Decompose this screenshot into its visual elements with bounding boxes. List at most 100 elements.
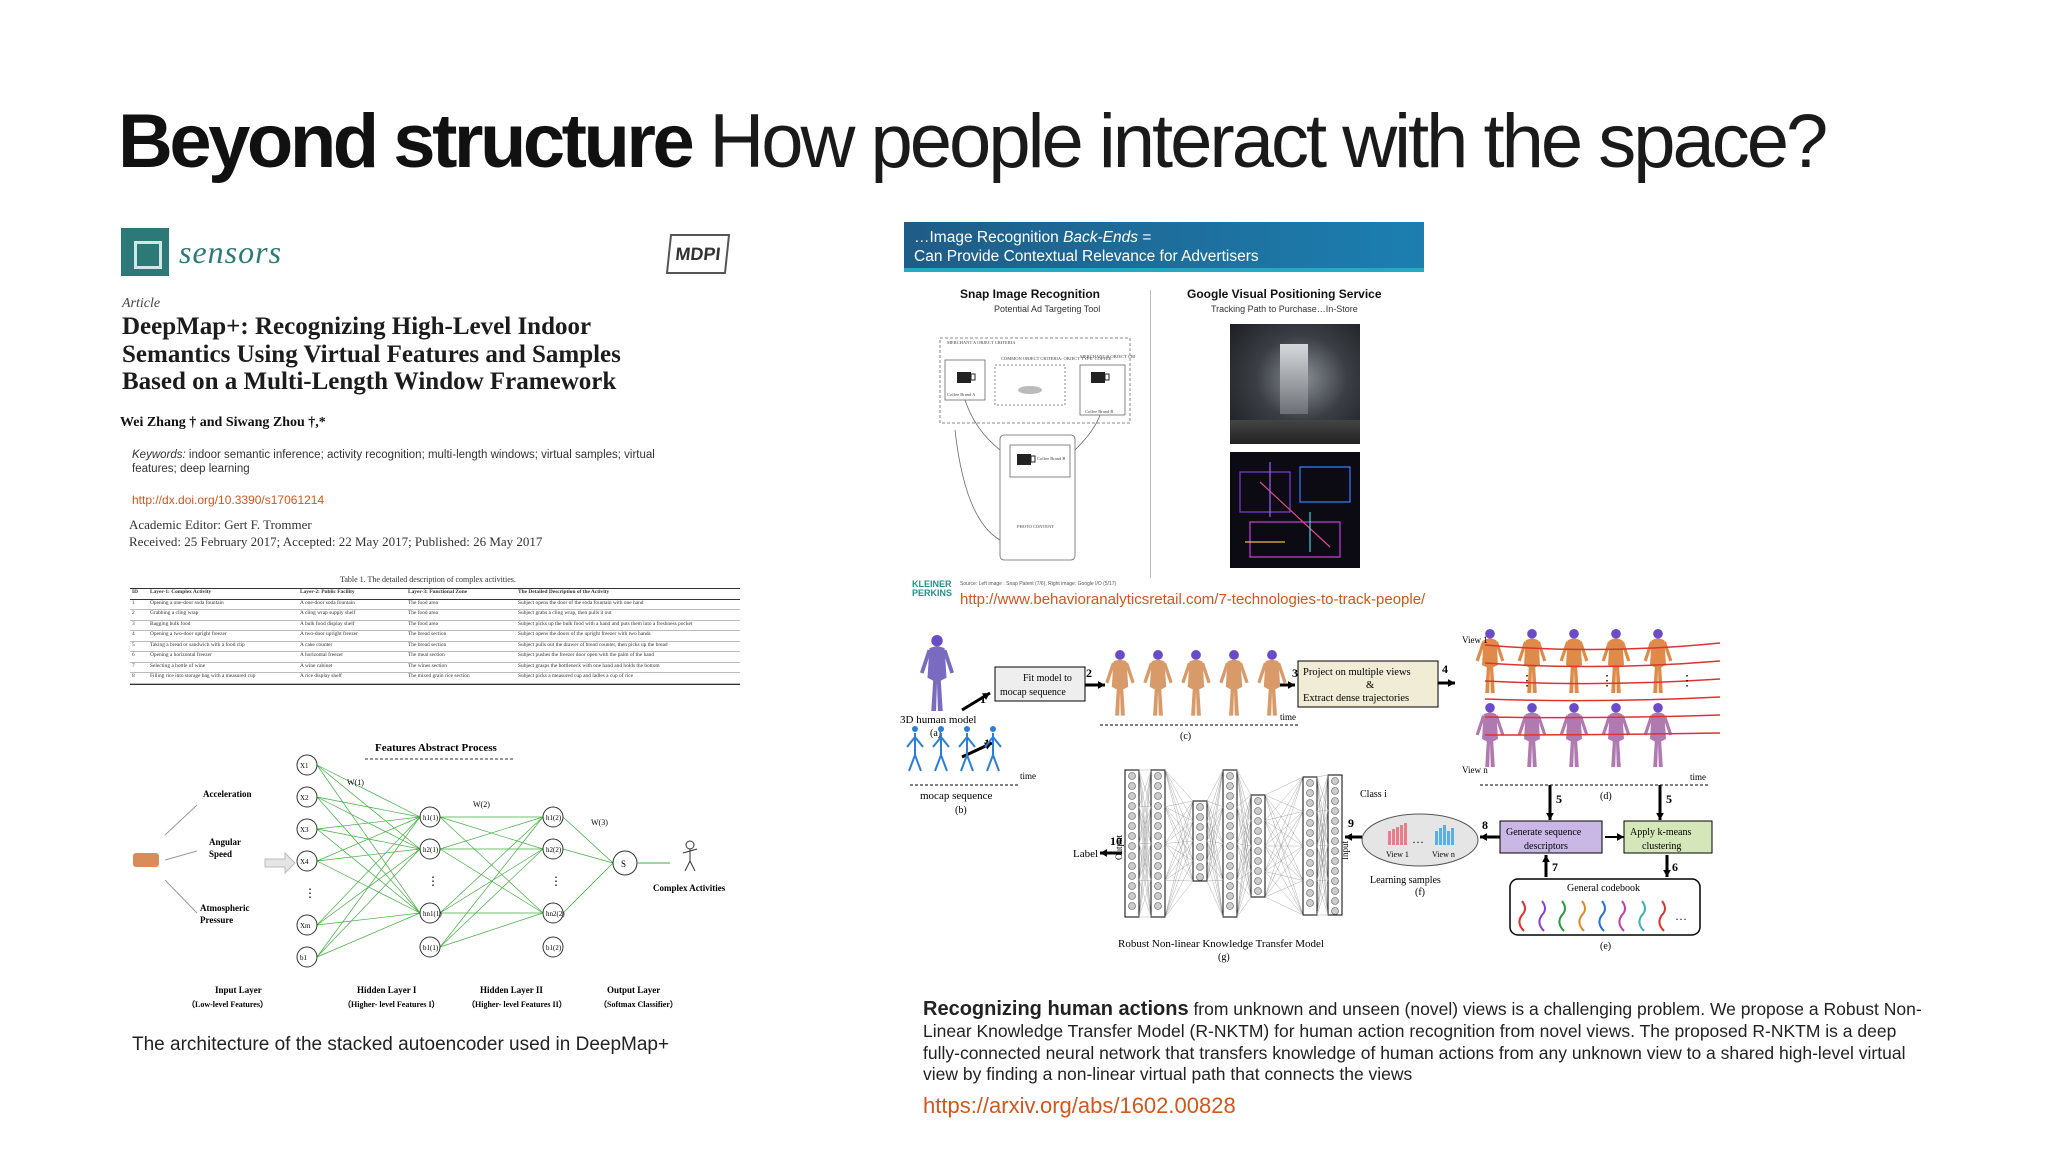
gvps-subtitle: Tracking Path to Purchase…In-Store [1211,304,1358,314]
mocap-skeleton [984,733,1002,772]
codeword-curve [1618,900,1626,932]
mocap-joint [990,726,996,732]
journal-name: sensors [179,233,283,270]
network-edge [1164,860,1194,918]
network-edge [1236,806,1252,872]
network-edge [1264,794,1304,916]
network-edge [1236,806,1252,898]
hand-phone-icon [133,853,159,867]
nn-node [296,818,318,840]
store-aisle-photo [1230,324,1360,444]
figure-arms [1517,641,1547,662]
network-edge [1236,843,1252,872]
connector [964,399,1001,451]
mocap-joint [964,726,970,732]
network-neuron [1154,872,1162,880]
network-edge [1206,860,1224,918]
behavior-analytics-link[interactable]: http://www.behavioranalyticsretail.com/7… [960,591,1426,608]
sensors-logo: sensors [121,228,282,276]
table-cell: The meat section [408,652,445,658]
layer-name: Hidden Layer II [480,985,543,995]
nn-node [419,806,441,828]
figure-arms [1601,715,1631,736]
network-edge [1316,776,1329,811]
table-cell: 3 [132,620,135,627]
layer-subtitle: （Low-level Features） [187,999,268,1009]
network-neuron [1254,877,1262,885]
network-neuron [1306,849,1314,857]
rnktm-label: (f) [1415,887,1425,898]
figure-head [1527,629,1537,639]
network-edge [1264,845,1304,872]
network-edge [1164,820,1194,881]
histogram-bar [1443,825,1446,845]
network-neuron [1306,879,1314,887]
connector [954,429,1001,541]
person-body [682,848,698,872]
rnktm-label: 7 [1552,860,1558,874]
histogram-bar [1439,828,1442,845]
network-edge [1264,794,1304,881]
network-neuron [1331,807,1339,815]
table-cell: The food area [408,610,438,616]
network-edge [1164,880,1194,918]
nn-edge [316,848,421,958]
nn-edge [439,816,544,850]
network-neuron [1196,803,1204,811]
nn-edge [316,764,421,818]
network-neuron [1331,897,1339,905]
rnktm-label: Label [1073,848,1098,860]
nn-edge [316,848,421,862]
paper-authors: Wei Zhang † and Siwang Zhou †,* [120,415,326,430]
network-neuron [1128,782,1136,790]
figure-head [1527,703,1537,713]
table-cell: Grabbing a cling wrap [150,610,199,616]
table-cell: The wines section [408,662,447,669]
network-edge [1236,843,1252,847]
rnktm-label: (a) [930,728,941,739]
network-neuron [1306,869,1314,877]
human-figure [1219,650,1249,716]
nn-node [296,786,318,808]
gvps-title: Google Visual Positioning Service [1187,287,1382,301]
human-figure [1475,629,1505,693]
network-edge [1236,880,1252,898]
arrow-head [1656,812,1664,820]
histogram-bar [1396,827,1399,845]
histogram-bar [1435,831,1438,845]
network-edge [1264,776,1304,796]
network-neuron [1226,882,1234,890]
arxiv-link[interactable]: https://arxiv.org/abs/1602.00828 [923,1093,1236,1118]
paper-doi-link[interactable]: http://dx.doi.org/10.3390/s17061214 [132,493,325,507]
figure-body [1111,659,1129,716]
network-edge [1264,811,1304,872]
nn-node [296,946,318,968]
network-neuron [1306,839,1314,847]
network-edge [1206,806,1224,882]
trajectory-line [1484,642,1721,651]
network-edge [1164,800,1194,807]
table-cell: A one-door soda fountain [300,599,355,606]
nn-node [542,936,564,958]
rnktm-label: (c) [1180,731,1191,742]
rnktm-label: … [1675,909,1687,923]
rnktm-label: Project on multiple views [1303,667,1411,678]
rnktm-label: View n [1462,765,1488,775]
network-edge [1206,860,1224,881]
mocap-skeleton [932,733,950,772]
nn-node-label: hn2(2) [546,910,565,918]
table-cell: Subject picks a measured cup and ladles … [518,673,633,679]
network-edge [1206,769,1224,862]
layer-name: Hidden Layer I [357,985,417,995]
arrow-head [1663,869,1671,877]
network-edge [1264,845,1304,916]
nn-edge [562,816,614,864]
network-edge [1236,820,1252,918]
person-icon [685,840,695,850]
network-edge [1264,776,1304,847]
input-feature-label: Atmospheric [200,903,250,913]
nn-edge [439,816,544,948]
network-neuron [1254,847,1262,855]
